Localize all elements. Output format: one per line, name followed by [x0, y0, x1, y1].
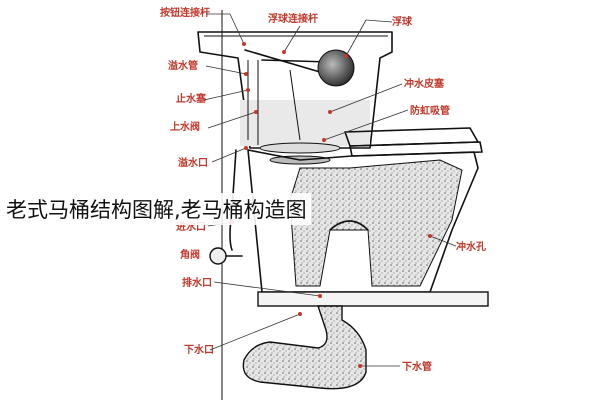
- floor-slab: [257, 291, 489, 307]
- callout-overflow-pipe: 溢水管: [168, 59, 248, 76]
- callout-float-lever: 浮球连接杆: [268, 12, 318, 54]
- callout-floor-outlet: 下水口: [184, 312, 302, 356]
- callout-water-stopper: 止水塞: [176, 88, 250, 105]
- callout-drain-outlet: 排水口: [182, 276, 322, 298]
- callout-overflow-outlet: 溢水口: [178, 146, 248, 169]
- bowl: [247, 149, 479, 293]
- float-assembly: [244, 49, 355, 145]
- drain-pipe: [242, 305, 367, 390]
- label-overflow-outlet: 溢水口: [178, 156, 208, 169]
- callout-ball-valve: 冲水皮塞: [328, 77, 445, 114]
- callout-float-ball: 浮球: [344, 15, 413, 58]
- callout-sewer-pipe: 下水管: [358, 360, 432, 373]
- label-upper-stopper: 上水阀: [170, 120, 200, 133]
- flush-valve: [259, 142, 341, 165]
- overlay-caption: 老式马桶结构图解,老马桶构造图: [2, 193, 311, 225]
- label-sewer-pipe: 下水管: [402, 360, 432, 373]
- callout-angle-valve: 角阀: [180, 248, 200, 261]
- label-overflow-pipe: 溢水管: [168, 59, 198, 72]
- label-drain-outlet: 排水口: [182, 276, 212, 289]
- label-float-lever: 浮球连接杆: [268, 12, 318, 25]
- label-jet-hole: 冲水孔: [456, 240, 486, 253]
- label-angle-valve: 角阀: [180, 248, 200, 261]
- seat-and-lid: [344, 127, 483, 157]
- callout-button-lever: 按钮连接杆: [160, 6, 246, 46]
- label-floor-outlet: 下水口: [184, 343, 214, 356]
- callout-jet-hole: 冲水孔: [428, 234, 486, 253]
- callout-anti-siphon: 防虹吸管: [322, 104, 450, 142]
- water-tank: [197, 31, 393, 149]
- label-ball-valve: 冲水皮塞: [404, 77, 445, 90]
- callout-upper-stopper: 上水阀: [170, 110, 258, 133]
- label-button-lever: 按钮连接杆: [160, 6, 210, 19]
- label-float-ball: 浮球: [392, 15, 413, 28]
- label-water-stopper: 止水塞: [176, 92, 207, 105]
- label-anti-siphon: 防虹吸管: [410, 104, 450, 117]
